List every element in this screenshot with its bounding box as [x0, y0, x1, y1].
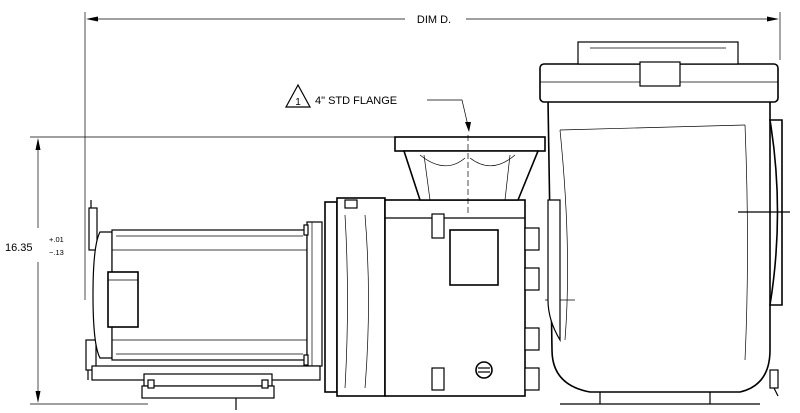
conduit-box: [107, 271, 139, 328]
pot-left-contour: [559, 129, 568, 341]
flange-callout: 1 4" STD FLANGE: [284, 83, 471, 132]
motor-foot-bolt-left: [147, 379, 155, 389]
motor-base-foot: [141, 385, 275, 399]
dim-d-arrow-left: [86, 16, 98, 22]
discharge-flange: [394, 135, 546, 215]
adapter-housing: [336, 197, 386, 397]
motor-foot-bolt-right: [261, 379, 269, 389]
adapter-rib-1: [344, 214, 348, 389]
pot-lid-cap: [577, 41, 739, 65]
flange-plate: [394, 136, 546, 152]
height-dimension: 16.35 +.01 −.13: [5, 136, 395, 405]
housing-bolt-3: [524, 327, 540, 351]
inlet-flange: [769, 119, 783, 306]
strainer-pot: [539, 41, 790, 405]
height-tolerance-minus: −.13: [49, 248, 64, 257]
pot-shoulder-line: [559, 124, 746, 131]
adapter-rib-2: [364, 214, 369, 389]
volute-bolt-bottom-left: [431, 367, 445, 391]
pot-drain-tip: [773, 387, 779, 397]
dim-d-label: DIM D.: [417, 14, 451, 26]
pot-body: [547, 99, 771, 393]
dim-d-dimension: DIM D.: [84, 12, 781, 300]
flange-callout-text: 4" STD FLANGE: [315, 95, 397, 107]
note-triangle-icon: [284, 83, 312, 108]
motor-body: [111, 229, 308, 361]
height-tolerance-plus: +.01: [49, 235, 64, 244]
note-number: 1: [295, 97, 301, 108]
motor-front-bolt-bottom: [303, 354, 309, 366]
adapter-tab: [344, 199, 358, 209]
flange-rib-right: [469, 154, 516, 167]
motor-base-bracket: [143, 373, 273, 387]
flange-neck: [402, 150, 540, 201]
adapter-ring: [324, 201, 338, 393]
motor-front-bolt-top: [303, 224, 309, 236]
dim-d-arrow-right: [767, 16, 779, 22]
nameplate: [449, 229, 499, 286]
volute-bolt-top-left: [431, 213, 445, 239]
height-arrow-bottom: [35, 391, 41, 403]
height-value: 16.35: [5, 242, 33, 254]
flange-gusset-right: [504, 154, 511, 201]
housing-bolt-1: [524, 227, 540, 251]
housing-bolt-4: [524, 367, 540, 391]
motor-rear-foot-tab: [85, 339, 97, 371]
motor-rear-tab: [88, 207, 98, 251]
height-arrow-top: [35, 138, 41, 150]
flange-leader-line: [427, 99, 470, 131]
housing-bolt-2: [524, 267, 540, 291]
pot-lid-handle: [639, 61, 681, 87]
flange-gusset-left: [423, 154, 431, 201]
seal-plate: [324, 197, 540, 397]
pot-right-contour: [744, 124, 748, 361]
flange-leader-arrow: [465, 122, 471, 132]
motor: [85, 200, 323, 410]
pot-neck: [547, 199, 561, 343]
drain-plug: [475, 361, 493, 379]
pot-drain-plug: [769, 369, 779, 389]
motor-front-end-bell: [306, 221, 323, 367]
